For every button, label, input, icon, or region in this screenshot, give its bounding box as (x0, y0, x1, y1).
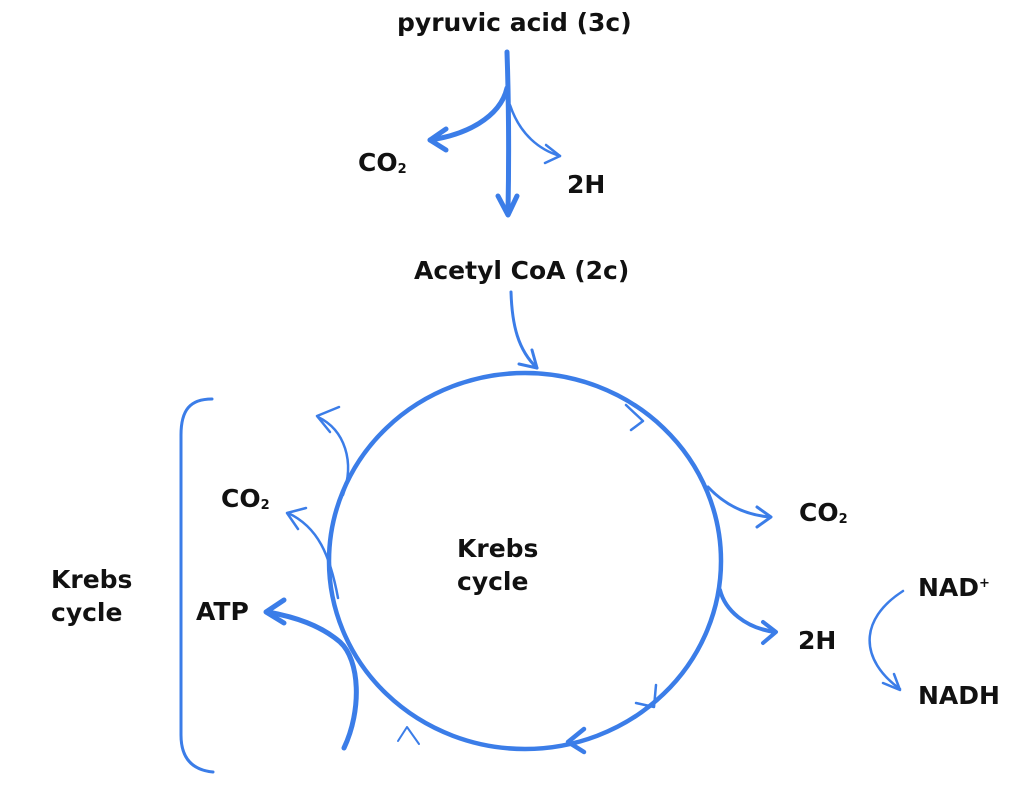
arrowhead-co2-left (285, 506, 308, 531)
label-2h-right: 2H (798, 626, 837, 655)
arrowhead-acetyl (495, 193, 520, 218)
arrow-cycle-upper-left (316, 415, 350, 497)
arrowhead-cycle-entry (517, 348, 539, 370)
arrow-branch-2h-top (508, 103, 562, 158)
arrow-cycle-to-atp (265, 609, 359, 751)
circle-tick-bottom-left (397, 726, 420, 745)
label-co2-top: CO2 (358, 148, 407, 177)
label-co2-right: CO2 (799, 498, 848, 527)
arrow-cycle-to-co2-left (286, 511, 340, 600)
krebs-bracket (179, 397, 215, 774)
arrowhead-nadh (881, 672, 902, 692)
arrow-cycle-to-2h-right (718, 588, 777, 634)
label-acetyl-coa: Acetyl CoA (2c) (414, 256, 630, 285)
circle-tick-bottom (565, 726, 587, 755)
arrowhead-upper-left (315, 405, 341, 434)
circle-tick-bottom-right (634, 683, 658, 709)
arrowhead-2h-top (543, 143, 562, 165)
arrowhead-co2-top (427, 126, 449, 153)
arrowhead-co2-right (755, 505, 773, 529)
label-nad-plus: NAD+ (918, 573, 990, 602)
arrowhead-2h-right (761, 620, 778, 645)
arrow-pyruvic-to-acetyl (504, 49, 512, 215)
arrow-nad-to-nadh (868, 589, 905, 691)
arrowhead-atp (263, 597, 287, 626)
arrow-cycle-to-co2-right (706, 485, 772, 519)
label-2h-top: 2H (567, 170, 606, 199)
label-atp: ATP (196, 597, 249, 626)
arrow-branch-co2-top (427, 85, 510, 143)
label-krebs-cycle-side: Krebs cycle (51, 565, 133, 627)
circle-tick-top-right (624, 403, 645, 432)
label-nadh: NADH (918, 681, 1000, 710)
label-pyruvic-acid: pyruvic acid (3c) (397, 8, 632, 37)
label-co2-left: CO2 (221, 484, 270, 513)
arrow-acetyl-to-cycle (509, 290, 539, 370)
label-krebs-cycle-center: Krebs cycle (457, 534, 539, 596)
